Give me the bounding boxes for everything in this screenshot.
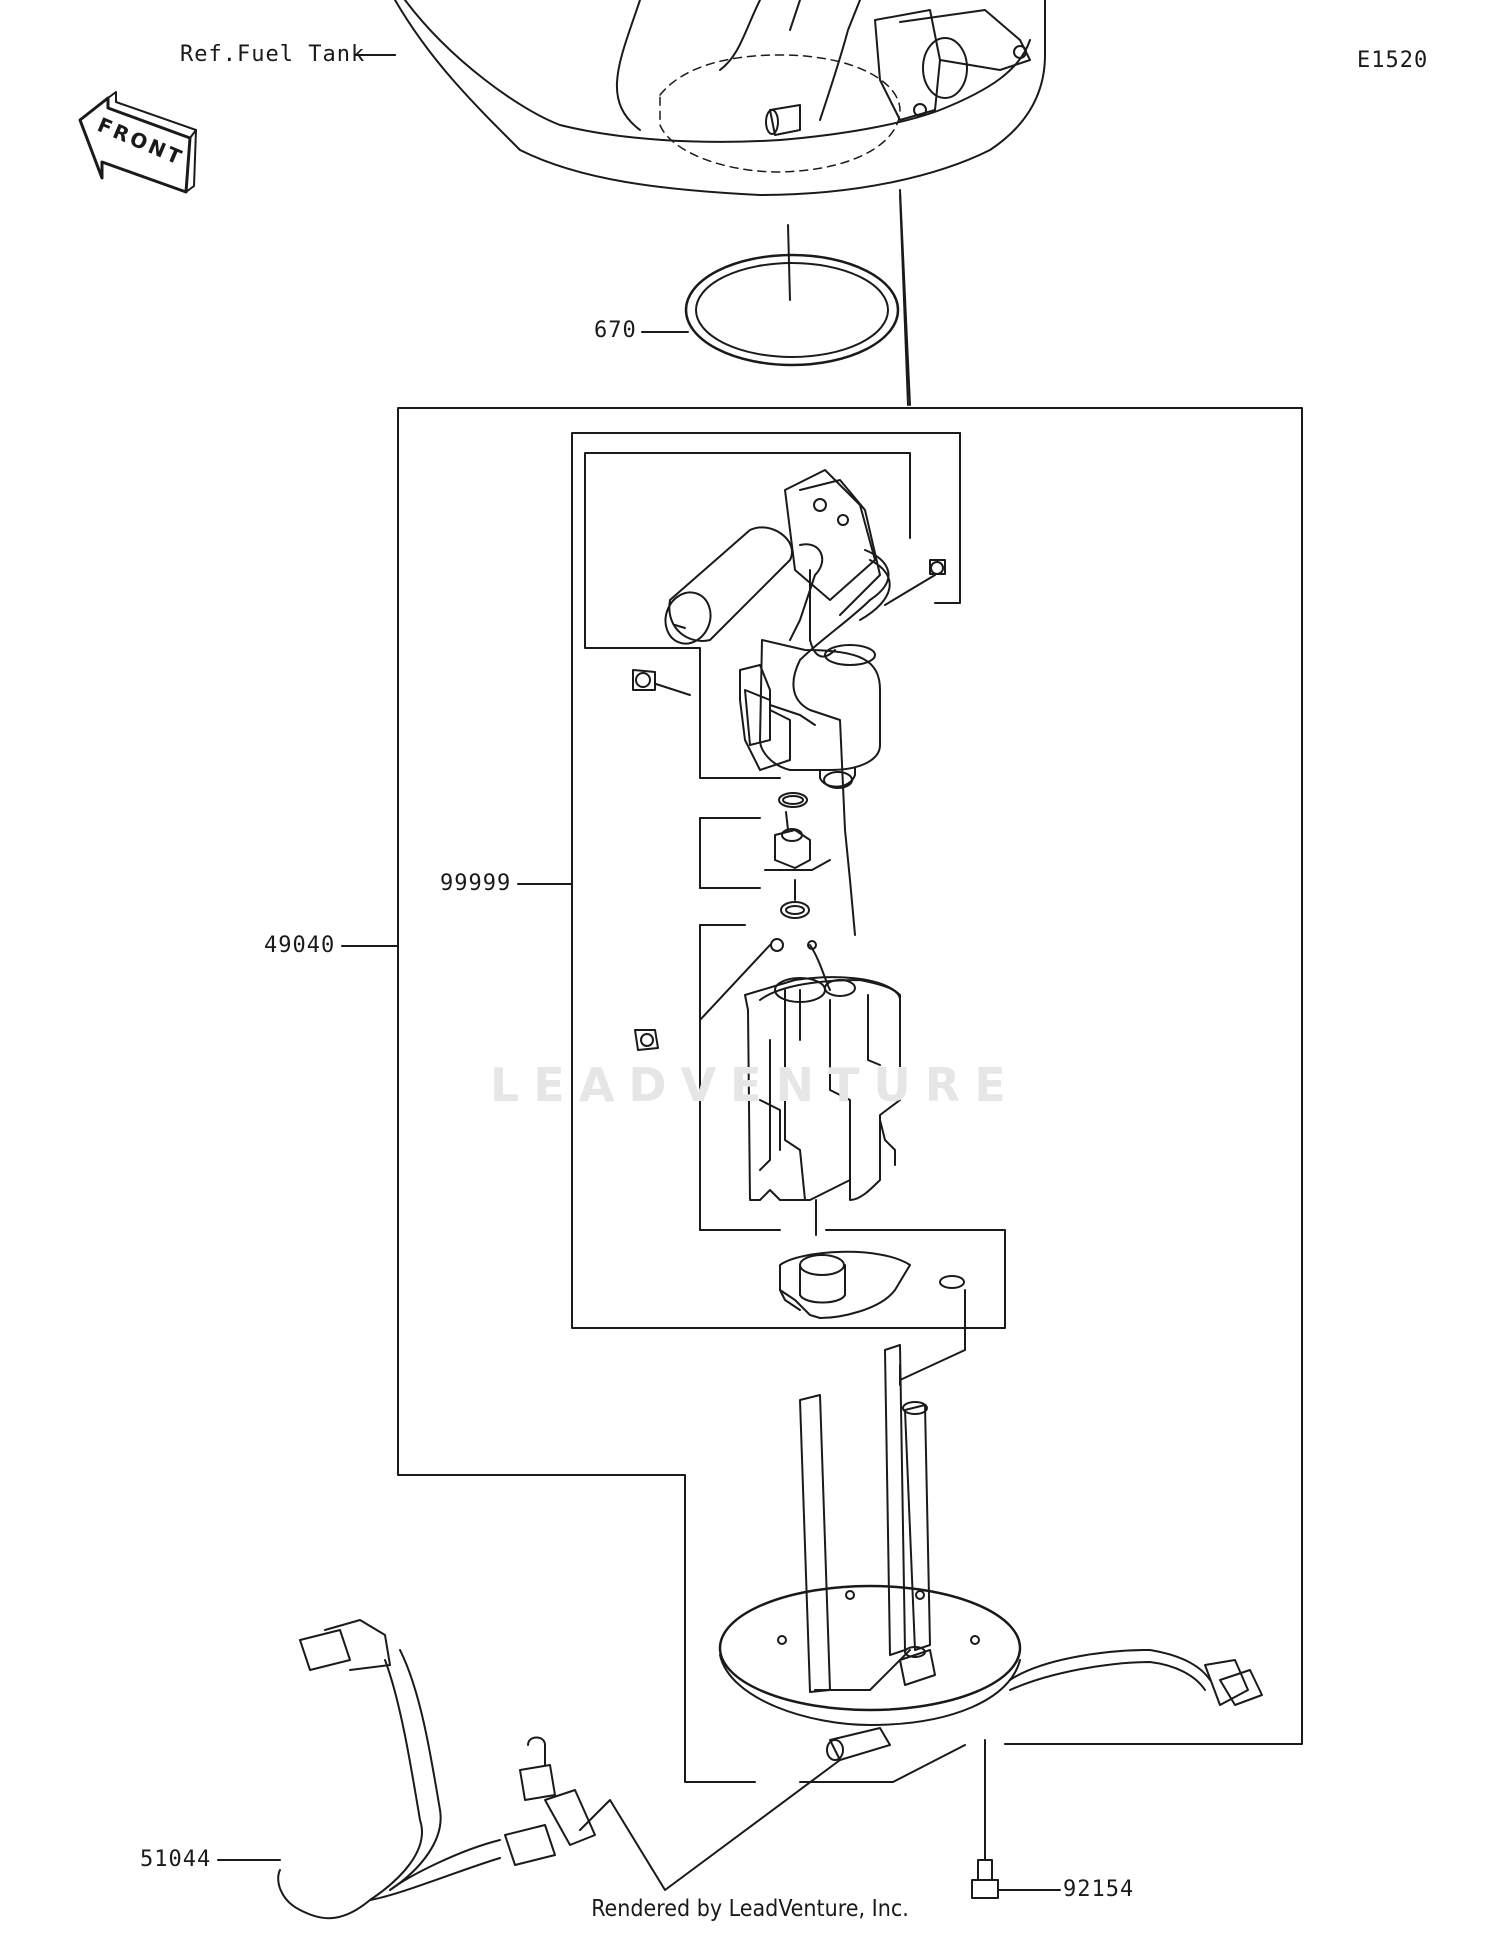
label-49040: 49040 xyxy=(264,933,336,958)
bracket-49040 xyxy=(397,407,881,1783)
diagram-code: E1520 xyxy=(1357,48,1429,73)
label-92154: 92154 xyxy=(1063,1877,1135,1902)
pump-flange xyxy=(718,1289,1022,1761)
label-51044: 51044 xyxy=(140,1847,212,1872)
pump-module-top xyxy=(632,469,946,936)
bolt-92154 xyxy=(971,1739,1061,1899)
wire-harness xyxy=(1009,1649,1263,1706)
label-99999: 99999 xyxy=(440,871,512,896)
strainer xyxy=(779,1199,965,1319)
label-670: 670 xyxy=(594,318,637,343)
bracket-99999 xyxy=(571,432,1006,1329)
pump-housing xyxy=(634,938,901,1201)
footer-credit: Rendered by LeadVenture, Inc. xyxy=(591,1896,909,1922)
gasket-ring xyxy=(641,189,911,406)
watermark: LEADVENTURE xyxy=(490,1058,1020,1112)
fuel-hose-51044 xyxy=(217,1619,841,1920)
label-fuel-tank: Ref.Fuel Tank xyxy=(180,42,366,67)
front-label: FRONT xyxy=(94,113,188,171)
pressure-regulator xyxy=(764,792,831,919)
front-label-svg: FRONT xyxy=(94,113,188,171)
fuel-tank-outline xyxy=(379,0,1046,196)
front-arrow-icon xyxy=(78,91,197,194)
